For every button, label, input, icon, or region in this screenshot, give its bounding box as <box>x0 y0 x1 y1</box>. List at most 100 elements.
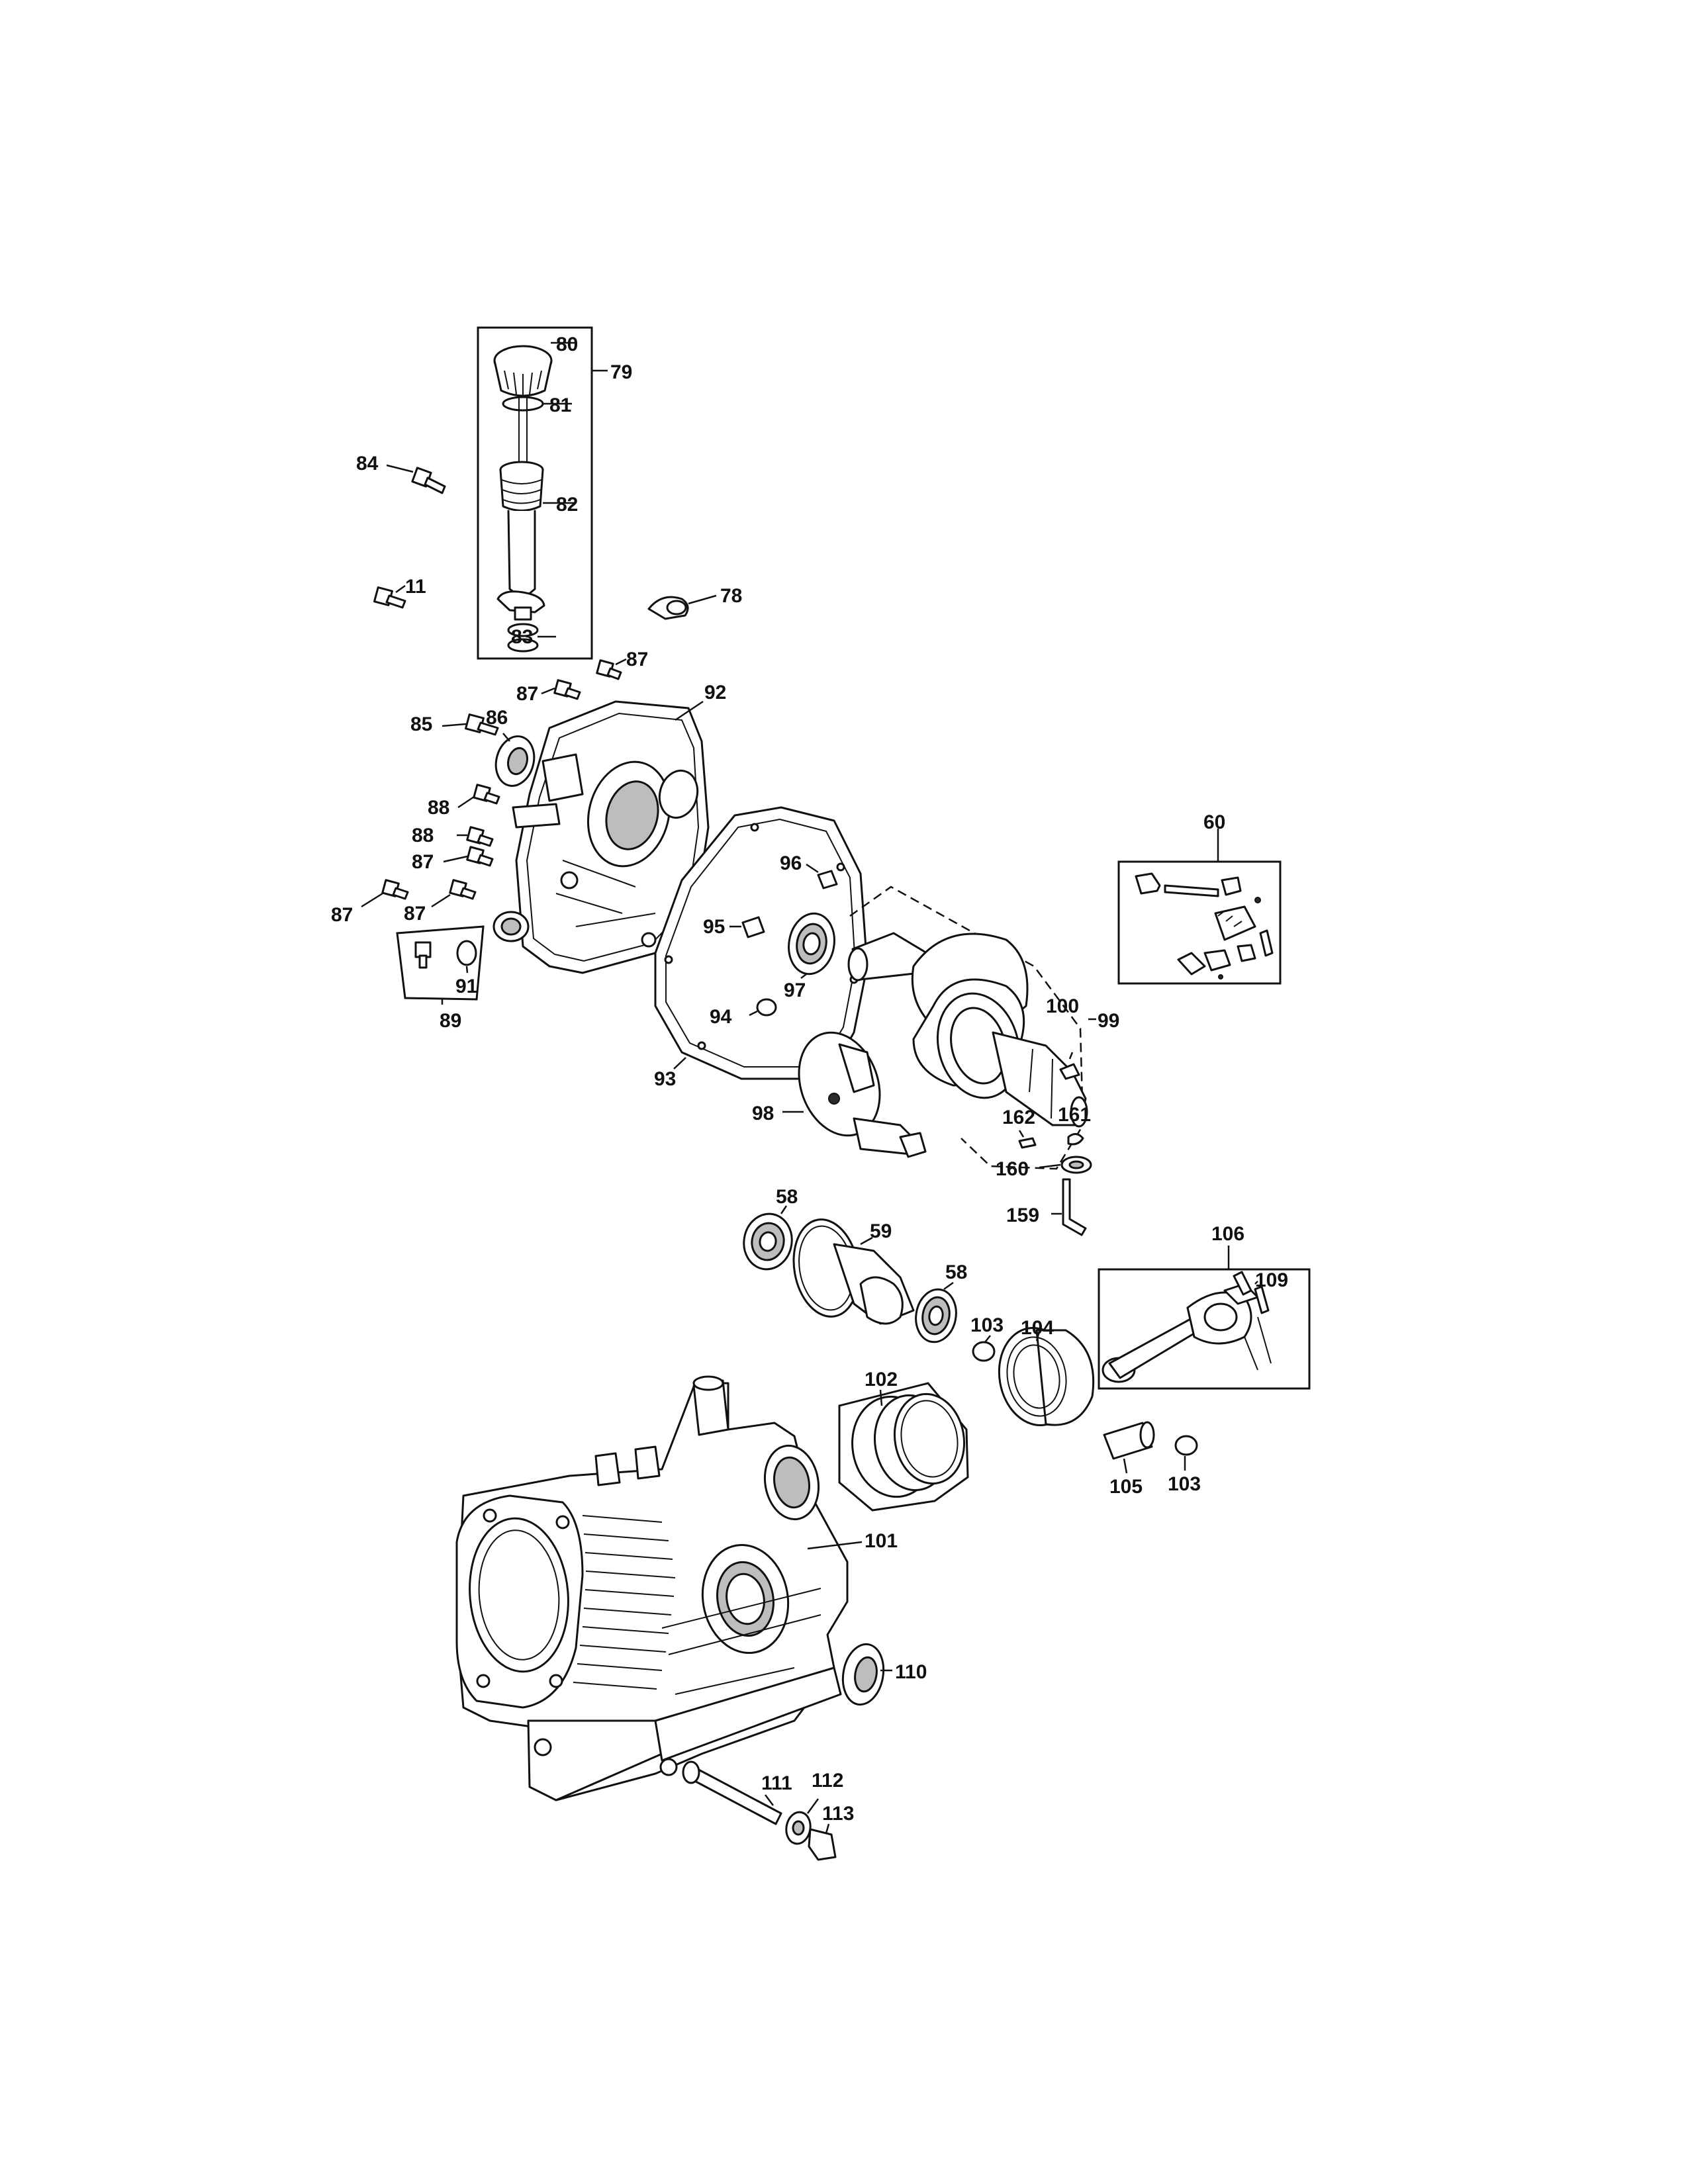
bolt-87-top-left <box>541 679 581 700</box>
dipstick-cap <box>493 345 553 397</box>
callout-103-top: 103 <box>970 1314 1004 1336</box>
callout-81: 81 <box>549 394 571 416</box>
callout-160: 160 <box>996 1158 1029 1180</box>
bolt-87-top-right <box>596 658 627 680</box>
dipstick-kit-frame <box>477 326 593 660</box>
woodruff-key-100 <box>1059 1063 1080 1080</box>
washer-112 <box>785 1798 820 1845</box>
callout-106: 106 <box>1211 1223 1244 1245</box>
o-ring-94 <box>749 998 777 1017</box>
piston-pin-105 <box>1103 1421 1155 1474</box>
callout-86: 86 <box>486 707 508 729</box>
callout-94: 94 <box>710 1006 732 1028</box>
crankshaft-assembly-99 <box>847 886 1096 1170</box>
ball-bearing-97 <box>788 912 835 979</box>
dipstick-assembly-group <box>477 326 608 660</box>
governor-shaft-159 <box>1051 1178 1087 1236</box>
drain-plug <box>514 606 532 621</box>
oil-seal-86 <box>494 733 536 787</box>
drain-kit-89 <box>396 925 485 1005</box>
callout-83: 83 <box>511 626 533 648</box>
callout-89: 89 <box>440 1010 461 1032</box>
callout-100: 100 <box>1046 995 1079 1017</box>
washer-83a <box>507 623 539 637</box>
callout-161: 161 <box>1058 1104 1091 1126</box>
callout-79: 79 <box>610 361 632 383</box>
callout-82: 82 <box>556 494 578 516</box>
connecting-rod-kit-106 <box>1098 1246 1311 1390</box>
camshaft-59 <box>792 1218 915 1325</box>
callout-113: 113 <box>822 1803 854 1825</box>
callout-162: 162 <box>1002 1107 1035 1128</box>
bolt-87-left <box>361 879 409 908</box>
oil-seal-110 <box>841 1643 892 1706</box>
callout-58-left: 58 <box>776 1186 798 1208</box>
callout-78: 78 <box>720 585 742 607</box>
clip-161 <box>1067 1133 1084 1146</box>
piston-104 <box>998 1326 1095 1427</box>
callout-98: 98 <box>752 1103 774 1124</box>
callout-58-right: 58 <box>945 1261 967 1283</box>
camshaft-gear-98 <box>782 1031 927 1158</box>
long-bolt-111 <box>682 1760 782 1825</box>
callout-111: 111 <box>761 1772 792 1794</box>
callout-11: 11 <box>405 576 426 598</box>
callout-99: 99 <box>1098 1010 1119 1032</box>
callout-59: 59 <box>870 1220 892 1242</box>
callout-93: 93 <box>654 1068 676 1090</box>
callout-112: 112 <box>812 1770 843 1792</box>
dowel-pin-96 <box>806 863 838 889</box>
callout-96: 96 <box>780 852 802 874</box>
piston-rings-102 <box>838 1382 969 1512</box>
callout-103-bottom: 103 <box>1168 1473 1201 1495</box>
bolt-11 <box>373 584 406 609</box>
callout-80: 80 <box>556 334 578 355</box>
bolt-87-mid <box>443 846 494 867</box>
bolt-87-right <box>431 879 477 908</box>
callout-102: 102 <box>865 1369 898 1390</box>
hose-clamp-78 <box>647 594 717 620</box>
bolt-88-upper <box>457 784 500 809</box>
bolt-84 <box>386 464 446 494</box>
dipstick-tube <box>496 461 545 614</box>
callout-109: 109 <box>1255 1269 1288 1291</box>
callout-84: 84 <box>356 453 379 475</box>
bolt-85 <box>442 713 499 736</box>
bolt-88-lower <box>457 826 494 847</box>
circlip-103-bottom <box>1174 1435 1198 1471</box>
callout-87-top-right: 87 <box>626 649 648 670</box>
crankcase-gasket-93 <box>654 806 868 1080</box>
dipstick-o-ring <box>502 396 544 412</box>
callout-91: 91 <box>455 976 477 997</box>
crankcase-cover-92 <box>492 700 710 974</box>
circlip-103-top <box>972 1335 996 1362</box>
callout-87-mid: 87 <box>412 851 434 873</box>
callout-87-right: 87 <box>404 903 426 925</box>
callout-92: 92 <box>704 682 726 704</box>
washer-83b <box>507 638 539 653</box>
pin-162 <box>1018 1130 1037 1149</box>
connecting-rod-kit-frame <box>1098 1268 1311 1390</box>
callout-87-left: 87 <box>331 904 353 926</box>
callout-85: 85 <box>410 713 432 735</box>
callout-101: 101 <box>865 1530 898 1552</box>
callout-95: 95 <box>703 916 725 938</box>
governor-kit-frame <box>1117 860 1282 985</box>
callout-110: 110 <box>895 1661 927 1683</box>
callout-105: 105 <box>1109 1476 1143 1498</box>
callout-159: 159 <box>1006 1205 1039 1226</box>
washer-160 <box>1039 1156 1092 1174</box>
callout-60: 60 <box>1203 811 1225 833</box>
dowel-pin-95 <box>729 916 765 938</box>
callout-88-lower: 88 <box>412 825 434 846</box>
callout-labels: 80 79 81 84 82 11 78 83 87 87 92 85 86 8… <box>331 334 1288 1825</box>
nut-113 <box>808 1823 837 1861</box>
callout-87-top-left: 87 <box>516 683 538 705</box>
governor-kit-60 <box>1117 829 1282 985</box>
callout-97: 97 <box>784 979 806 1001</box>
bearing-58-right <box>915 1281 957 1343</box>
bearing-58-left <box>743 1205 793 1271</box>
callout-104: 104 <box>1021 1317 1054 1339</box>
engine-block-101 <box>455 1375 863 1801</box>
